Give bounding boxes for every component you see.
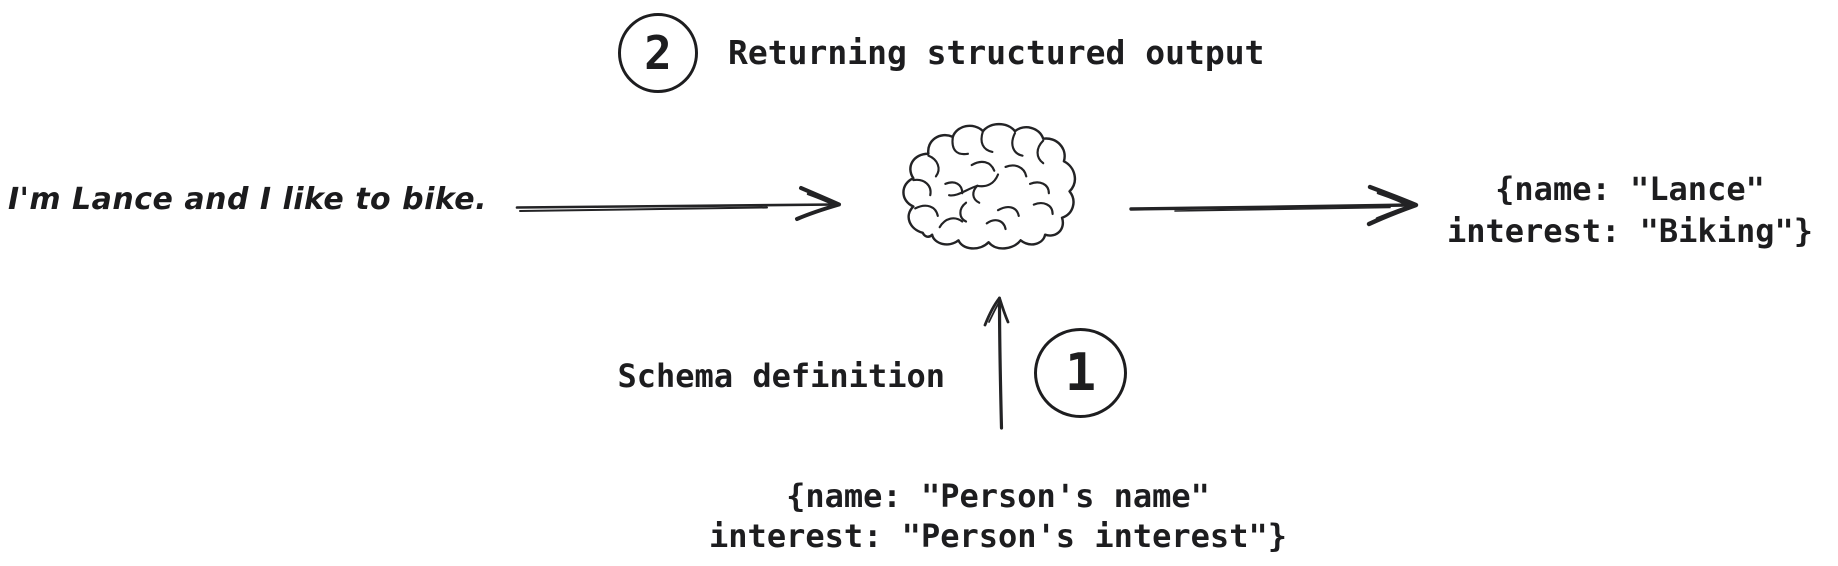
output-json-line2: interest: "Biking"} <box>1446 212 1814 250</box>
step-2-badge: 2 <box>618 13 698 93</box>
step-1-number: 1 <box>1064 343 1097 403</box>
arrow-right-icon <box>515 186 841 221</box>
step-2-number: 2 <box>644 26 672 80</box>
step-1-label: Schema definition <box>617 357 945 395</box>
schema-json-line1: {name: "Person's name" <box>786 477 1210 515</box>
brain-icon <box>902 122 1077 250</box>
schema-json-line2: interest: "Person's interest"} <box>709 517 1287 555</box>
arrow-up-icon <box>983 296 1010 430</box>
step-2-label: Returning structured output <box>728 33 1265 72</box>
input-message-text: I'm Lance and I like to bike. <box>8 182 487 217</box>
output-json-line1: {name: "Lance" <box>1495 170 1765 208</box>
schema-json: {name: "Person's name" interest: "Person… <box>678 476 1318 556</box>
output-json: {name: "Lance" interest: "Biking"} <box>1420 168 1838 252</box>
arrow-right-icon <box>1129 184 1419 227</box>
step-1-badge: 1 <box>1034 328 1127 418</box>
